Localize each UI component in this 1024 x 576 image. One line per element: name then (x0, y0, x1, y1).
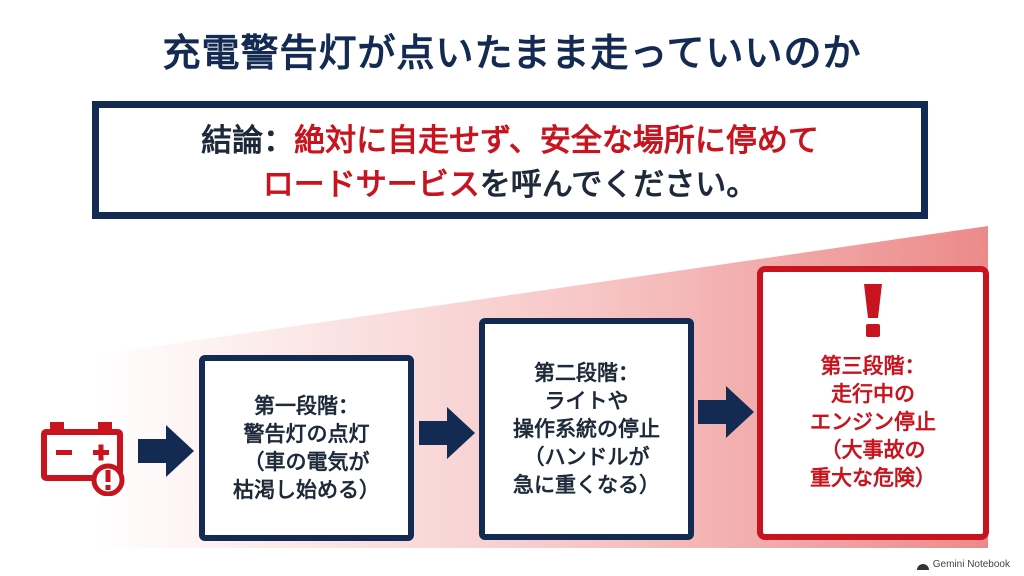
step-2-heading: 第二段階： (534, 361, 639, 385)
conclusion-road-service: ロードサービス (262, 167, 480, 203)
conclusion-main: 絶対に自走せず、安全な場所に停めて (294, 123, 819, 159)
step-3-line: エンジン停止 (810, 410, 936, 434)
car-battery-warning-icon (41, 422, 125, 496)
conclusion-prefix: 結論： (201, 123, 295, 159)
step-3-line: 走行中の (831, 382, 915, 406)
step-3-box: 第三段階： 走行中の エンジン停止 （大事故の 重大な危険） (757, 266, 989, 540)
conclusion-line-1: 結論：絶対に自走せず、安全な場所に停めて (99, 119, 921, 163)
step-2-line: 操作系統の停止 (513, 417, 660, 441)
step-3-line: （大事故の (820, 438, 926, 462)
exclamation-icon (763, 284, 983, 338)
watermark: Gemini Notebook (916, 559, 1010, 570)
step-1-line: 枯渇し始める） (233, 478, 380, 502)
step-2-box: 第二段階： ライトや 操作系統の停止 （ハンドルが 急に重くなる） (479, 318, 694, 540)
step-2-line: 急に重くなる） (513, 473, 660, 497)
right-arrow-icon (138, 425, 194, 477)
step-1-heading: 第一段階： (254, 394, 359, 418)
right-arrow-icon (419, 407, 475, 459)
step-1-line: 警告灯の点灯 (243, 422, 370, 446)
step-2-line: ライトや (544, 389, 629, 413)
notebook-logo-icon (916, 563, 929, 570)
step-2-line: （ハンドルが (523, 445, 650, 469)
page-title: 充電警告灯が点いたまま走っていいのか (162, 31, 862, 75)
conclusion-call: を呼んでください。 (479, 167, 758, 203)
step-3-text: 第三段階： 走行中の エンジン停止 （大事故の 重大な危険） (810, 352, 936, 492)
right-arrow-icon (698, 386, 754, 438)
watermark-text: Gemini Notebook (932, 559, 1010, 570)
step-3-line: 重大な危険） (810, 466, 936, 490)
conclusion-box: 結論：絶対に自走せず、安全な場所に停めて ロードサービスを呼んでください。 (92, 101, 928, 219)
step-1-line: （車の電気が (243, 450, 370, 474)
step-3-heading: 第三段階： (820, 354, 926, 378)
conclusion-line-2: ロードサービスを呼んでください。 (99, 163, 921, 207)
step-1-box: 第一段階： 警告灯の点灯 （車の電気が 枯渇し始める） (199, 355, 414, 541)
